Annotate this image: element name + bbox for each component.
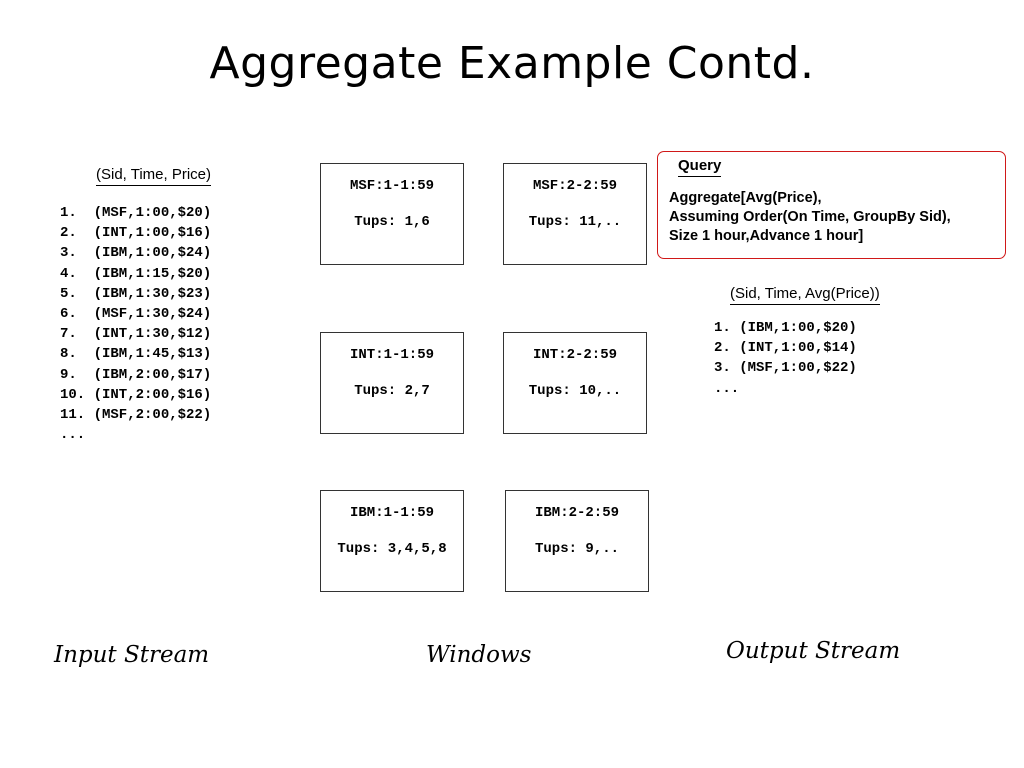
query-line: Aggregate[Avg(Price), [669,190,822,206]
list-item: 1. (IBM,1:00,$20) [714,320,857,336]
list-item: 3. (MSF,1:00,$22) [714,360,857,377]
window-tuples: Tups: 10,.. [528,383,622,399]
list-item: ... [714,380,740,397]
window-box-int-2: INT:2-2:59 Tups: 10,.. [503,332,647,434]
window-box-msf-2: MSF:2-2:59 Tups: 11,.. [503,163,647,265]
window-name: IBM:2-2:59 [534,505,619,521]
list-item: 7. (INT,1:30,$12) [60,326,212,343]
list-item: 4. (IBM,1:15,$20) [60,265,212,282]
list-item: ... [60,427,86,444]
query-title: Query [678,157,722,177]
list-item: 11. (MSF,2:00,$22) [60,407,212,424]
window-box-ibm-1: IBM:1-1:59 Tups: 3,4,5,8 [320,490,464,592]
window-box-msf-1: MSF:1-1:59 Tups: 1,6 [320,163,464,265]
window-name: MSF:1-1:59 [349,178,434,194]
list-item: 9. (IBM,2:00,$17) [60,366,212,383]
windows-caption: Windows [426,642,532,668]
window-name: INT:1-1:59 [349,347,434,363]
slide-title: Aggregate Example Contd. [209,38,815,89]
list-item: 8. (IBM,1:45,$13) [60,346,212,363]
window-name: MSF:2-2:59 [532,178,617,194]
output-stream-header: (Sid, Time, Avg(Price)) [730,285,880,305]
window-tuples: Tups: 1,6 [354,214,430,230]
output-tuple-list: 1. (IBM,1:00,$20) 2. (INT,1:00,$14) 3. (… [714,318,857,399]
list-item: 5. (IBM,1:30,$23) [60,285,212,302]
window-box-ibm-2: IBM:2-2:59 Tups: 9,.. [505,490,649,592]
window-box-int-1: INT:1-1:59 Tups: 2,7 [320,332,464,434]
query-line: Assuming Order(On Time, GroupBy Sid), [669,209,951,225]
query-line: Size 1 hour,Advance 1 hour] [669,228,864,244]
window-tuples: Tups: 3,4,5,8 [337,541,447,557]
list-item: 10. (INT,2:00,$16) [60,386,212,403]
input-stream-header: (Sid, Time, Price) [96,166,212,186]
query-box: Query Aggregate[Avg(Price), Assuming Ord… [657,151,1006,259]
window-name: IBM:1-1:59 [349,505,434,521]
input-tuple-list: 1. (MSF,1:00,$20) 2. (INT,1:00,$16) 3. (… [60,203,211,445]
output-stream-caption: Output Stream [726,638,901,664]
list-item: 1. (MSF,1:00,$20) [60,205,212,221]
list-item: 3. (IBM,1:00,$24) [60,245,212,262]
list-item: 6. (MSF,1:30,$24) [60,306,212,323]
window-tuples: Tups: 2,7 [354,383,430,399]
list-item: 2. (INT,1:00,$14) [714,340,857,357]
window-tuples: Tups: 11,.. [528,214,622,230]
window-name: INT:2-2:59 [532,347,617,363]
input-stream-caption: Input Stream [54,642,210,668]
list-item: 2. (INT,1:00,$16) [60,225,212,242]
window-tuples: Tups: 9,.. [534,541,619,557]
